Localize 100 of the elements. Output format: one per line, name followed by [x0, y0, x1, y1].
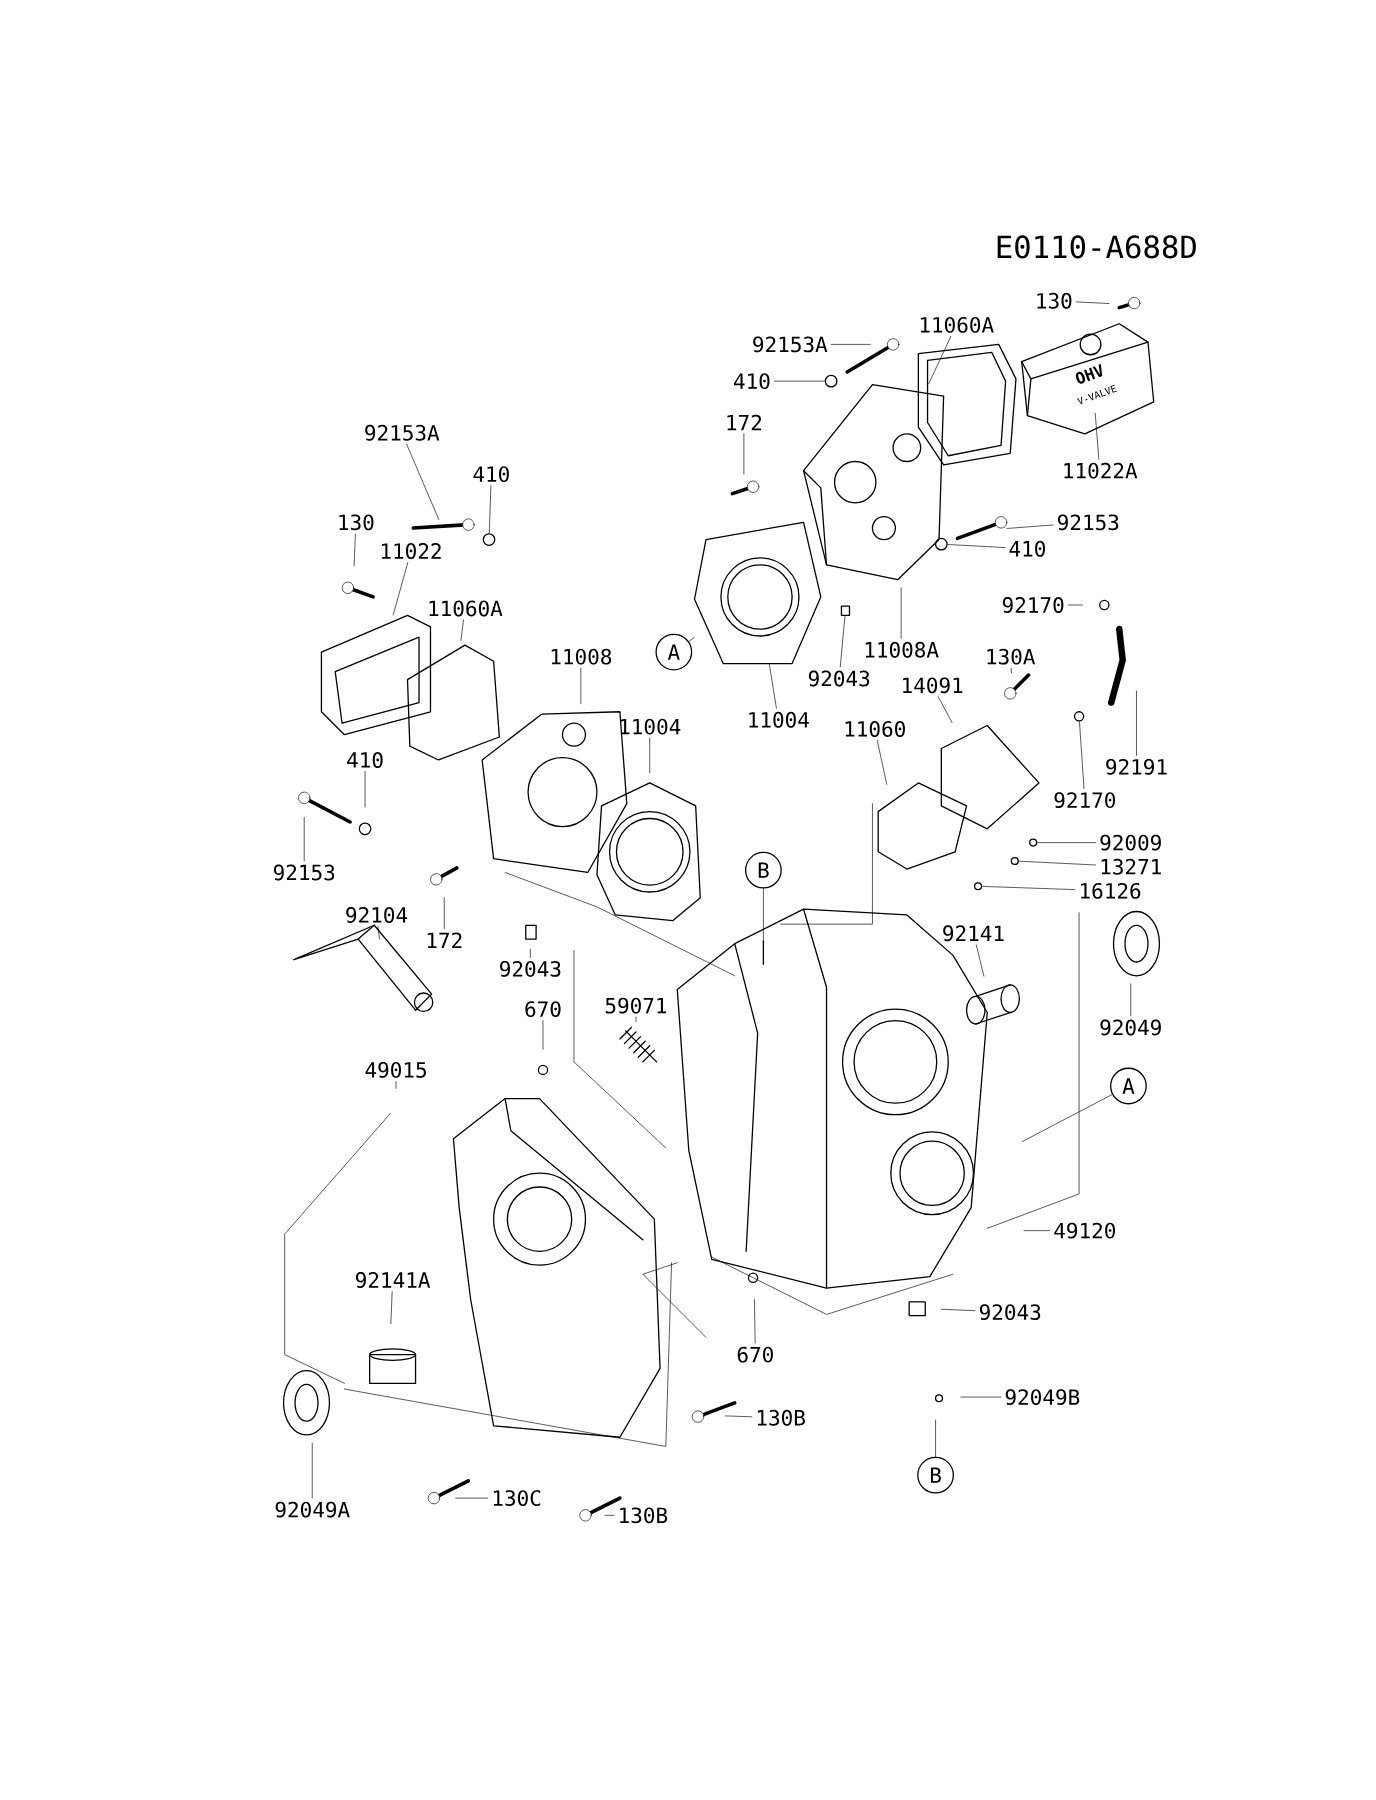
leader-line — [303, 817, 305, 862]
leader-line — [725, 1415, 752, 1418]
part-number: 130A — [987, 648, 1035, 665]
leader-line — [762, 888, 764, 946]
part-number: 410 — [473, 466, 509, 483]
part-number: 670 — [737, 1346, 773, 1363]
leader-line — [443, 897, 445, 930]
part-number: 11060 — [845, 721, 905, 737]
washer-drawing — [934, 537, 948, 551]
part-number: 130B — [619, 1507, 667, 1524]
part-number: 92170 — [1002, 597, 1064, 613]
part-number: 92141 — [943, 925, 1004, 942]
bolt-drawing — [955, 516, 1007, 541]
leader-line — [1130, 983, 1131, 1017]
leader-line — [960, 1396, 1002, 1398]
gasket-drawing — [693, 521, 822, 665]
leader-line — [460, 619, 464, 641]
part-number: 11022 — [381, 543, 441, 559]
leader-line — [1010, 667, 1012, 674]
part-number: 410 — [733, 373, 770, 390]
leader-line — [928, 336, 951, 384]
leader-line — [649, 737, 650, 773]
drawing-number: E0110-A688D — [997, 235, 1196, 259]
washer-drawing — [824, 374, 838, 388]
leader-line — [406, 443, 440, 521]
leader-line — [542, 1020, 544, 1050]
part-number: 670 — [525, 1001, 561, 1017]
leader-line — [1135, 690, 1137, 756]
part-number: 410 — [1009, 540, 1045, 557]
leader-line — [839, 615, 846, 668]
part-number: 92043 — [808, 670, 869, 687]
bolt-drawing — [411, 518, 475, 531]
leader-line — [635, 1016, 637, 1023]
leader-line — [830, 344, 871, 345]
part-number: 11022A — [1064, 462, 1138, 479]
leader-line — [688, 637, 695, 642]
part-number: 92043 — [979, 1304, 1041, 1321]
leader-line — [455, 1497, 488, 1499]
leader-line — [311, 1442, 313, 1499]
part-number: 14091 — [902, 677, 963, 694]
part-number: 59071 — [605, 997, 666, 1014]
leader-line — [981, 886, 1076, 890]
leader-line — [1075, 301, 1110, 304]
leader-line — [580, 667, 581, 705]
part-number: 11008 — [551, 648, 611, 665]
leader-line — [1037, 842, 1096, 843]
part-number: 92141A — [355, 1272, 430, 1288]
washer-drawing — [482, 533, 496, 546]
leader-line — [1018, 860, 1096, 866]
leader-line — [1021, 1094, 1113, 1142]
leader-line — [395, 1081, 397, 1089]
part-number: 130 — [339, 514, 374, 531]
leader-line — [753, 1299, 756, 1344]
leader-line — [1023, 1230, 1050, 1231]
part-number: 11004 — [620, 718, 681, 735]
part-number: 92153 — [273, 864, 335, 881]
leader-line — [743, 433, 744, 475]
part-number: 130C — [493, 1490, 540, 1507]
leader-line — [353, 533, 356, 567]
leader-line — [940, 1308, 976, 1311]
leader-line — [488, 485, 492, 534]
leader-line — [876, 740, 887, 785]
leader-line — [768, 663, 777, 709]
leader-line — [975, 944, 985, 977]
leader-line — [529, 949, 531, 958]
part-number: 92153A — [365, 424, 440, 441]
part-number: 92153 — [1057, 514, 1119, 531]
clamp-drawing — [1073, 711, 1085, 722]
part-number: 49120 — [1054, 1222, 1115, 1239]
part-number: 92170 — [1054, 792, 1115, 809]
part-number: 13271 — [1101, 858, 1161, 875]
leader-line — [392, 562, 408, 616]
clip-drawing — [1010, 856, 1019, 866]
part-number: 92043 — [499, 960, 561, 977]
part-number: 92191 — [1106, 758, 1167, 775]
part-number: 410 — [346, 752, 383, 768]
part-number: 92049 — [1100, 1019, 1161, 1036]
part-number: 92049B — [1005, 1389, 1080, 1406]
leader-line — [364, 771, 366, 808]
leader-line — [390, 1291, 393, 1324]
screw-drawing — [1028, 838, 1038, 847]
leader-line — [377, 926, 380, 940]
leader-line — [1078, 721, 1085, 789]
leader-line — [1094, 413, 1099, 460]
part-number: 172 — [427, 932, 462, 948]
part-number: 11060A — [429, 600, 503, 617]
leader-line — [947, 544, 1006, 548]
leader-line — [773, 380, 825, 382]
leader-line — [1067, 604, 1083, 606]
part-number: 11060A — [920, 316, 994, 333]
part-number: 16126 — [1080, 882, 1141, 899]
leader-line — [604, 1515, 615, 1516]
part-number: 11004 — [749, 711, 809, 728]
part-number: 49015 — [365, 1062, 426, 1078]
part-number: 130 — [1037, 292, 1072, 309]
leader-line — [1006, 524, 1054, 529]
leader-line — [900, 587, 902, 639]
clip-drawing — [973, 882, 982, 891]
part-number: 172 — [727, 414, 761, 431]
part-number: 130B — [757, 1409, 805, 1426]
